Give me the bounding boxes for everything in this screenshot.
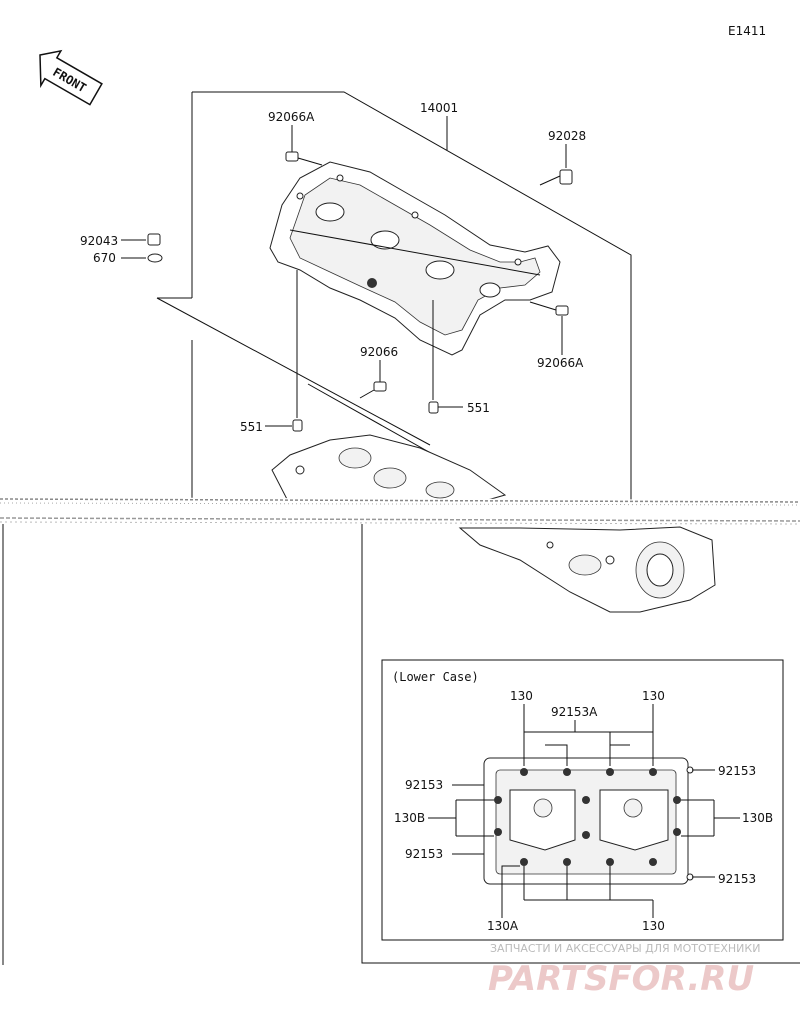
lower-case-view — [483, 757, 694, 885]
label-130b-right: 130B — [742, 811, 773, 825]
label-14001: 14001 — [420, 101, 458, 115]
lower-crankcase-continued — [458, 526, 716, 613]
lower-crankcase — [271, 434, 507, 506]
label-92153-right-lower: 92153 — [718, 872, 756, 886]
label-130b-left: 130B — [394, 811, 425, 825]
watermark-tagline: ЗАПЧАСТИ И АКСЕССУАРЫ ДЛЯ МОТОТЕХНИКИ — [490, 942, 760, 955]
front-arrow-icon: FRONT — [39, 49, 103, 106]
label-92153-right-upper: 92153 — [718, 764, 756, 778]
upper-crankcase — [269, 161, 561, 356]
label-92153-left-upper: 92153 — [405, 778, 443, 792]
lower-case-box — [381, 659, 784, 941]
label-130-bottom: 130 — [642, 919, 665, 933]
label-92066a-right: 92066A — [537, 356, 584, 370]
label-92043: 92043 — [80, 234, 118, 248]
label-130-top-left: 130 — [510, 689, 533, 703]
label-92153-left-lower: 92153 — [405, 847, 443, 861]
label-92066: 92066 — [360, 345, 398, 359]
watermark-brand: PARTSFOR.RU — [488, 959, 754, 999]
label-92028: 92028 — [548, 129, 586, 143]
label-92066a-top: 92066A — [268, 110, 315, 124]
diagram-id: E1411 — [728, 24, 766, 38]
label-92153a: 92153A — [551, 705, 598, 719]
lower-case-title: (Lower Case) — [392, 670, 479, 684]
label-551-left: 551 — [240, 420, 263, 434]
label-551-right: 551 — [467, 401, 490, 415]
label-130a: 130A — [487, 919, 519, 933]
label-670: 670 — [93, 251, 116, 265]
label-130-top-right: 130 — [642, 689, 665, 703]
